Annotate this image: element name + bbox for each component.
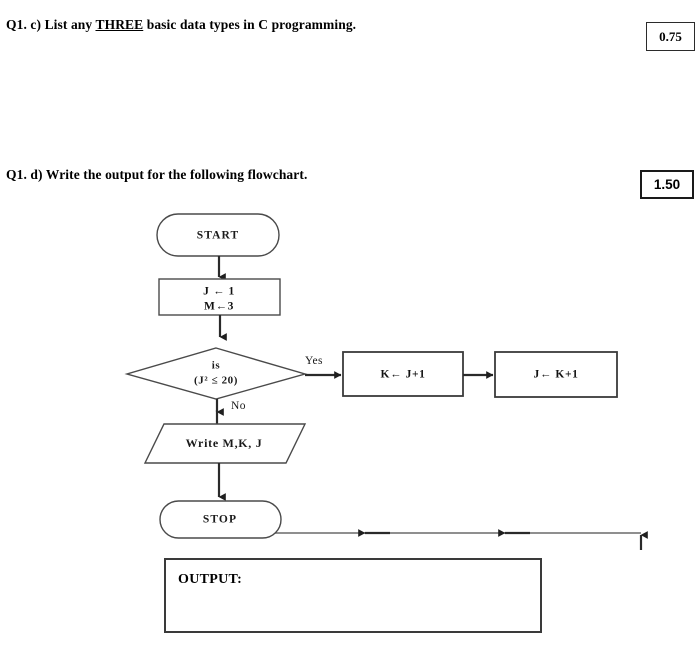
question-1c-prefix: Q1. c) List any: [6, 17, 96, 32]
flowchart-node-stop-label: STOP: [203, 514, 237, 526]
flowchart-node-process-k-label: K← J+1: [381, 369, 426, 381]
flowchart-node-write-label: Write M,K, J: [186, 436, 263, 450]
flow-connector-loop-back: [222, 529, 648, 550]
flowchart-node-process-j-label: J← K+1: [534, 369, 579, 381]
flowchart-node-init-line2: M←3: [204, 301, 234, 313]
marks-box-q1c: 0.75: [646, 22, 695, 51]
flowchart-node-init-line1: J ← 1: [203, 286, 235, 298]
flowchart-node-process-j: J← K+1: [494, 351, 618, 398]
question-1d-text: Q1. d) Write the output for the followin…: [6, 167, 308, 182]
flowchart-diagram: START J ← 1 M←3 is (J² ≤ 20) Yes No K← J…: [124, 213, 648, 550]
marks-box-q1d: 1.50: [640, 170, 694, 199]
flowchart-node-decision-line2: (J² ≤ 20): [194, 375, 238, 387]
flowchart-node-write: Write M,K, J: [143, 423, 307, 464]
flowchart-branch-yes-label: Yes: [305, 355, 323, 367]
flowchart-node-decision-line1: is: [212, 360, 221, 372]
output-label: OUTPUT:: [178, 572, 243, 587]
flowchart-node-start: START: [156, 213, 280, 257]
flowchart-node-decision: is (J² ≤ 20): [124, 347, 308, 400]
flowchart-node-stop: STOP: [159, 500, 282, 539]
flowchart-node-process-k: K← J+1: [342, 351, 464, 397]
output-answer-box[interactable]: OUTPUT:: [164, 558, 542, 633]
marks-value-q1d: 1.50: [653, 177, 681, 192]
flowchart-branch-no-label: No: [231, 400, 246, 412]
marks-value-q1c: 0.75: [659, 28, 682, 44]
question-1c-text: Q1. c) List any THREE basic data types i…: [6, 17, 356, 33]
flowchart-node-init: J ← 1 M←3: [158, 278, 281, 316]
question-1c-emphasis: THREE: [95, 17, 144, 32]
flowchart-node-start-label: START: [197, 230, 240, 242]
question-1c-suffix: basic data types in C programming.: [143, 17, 357, 32]
